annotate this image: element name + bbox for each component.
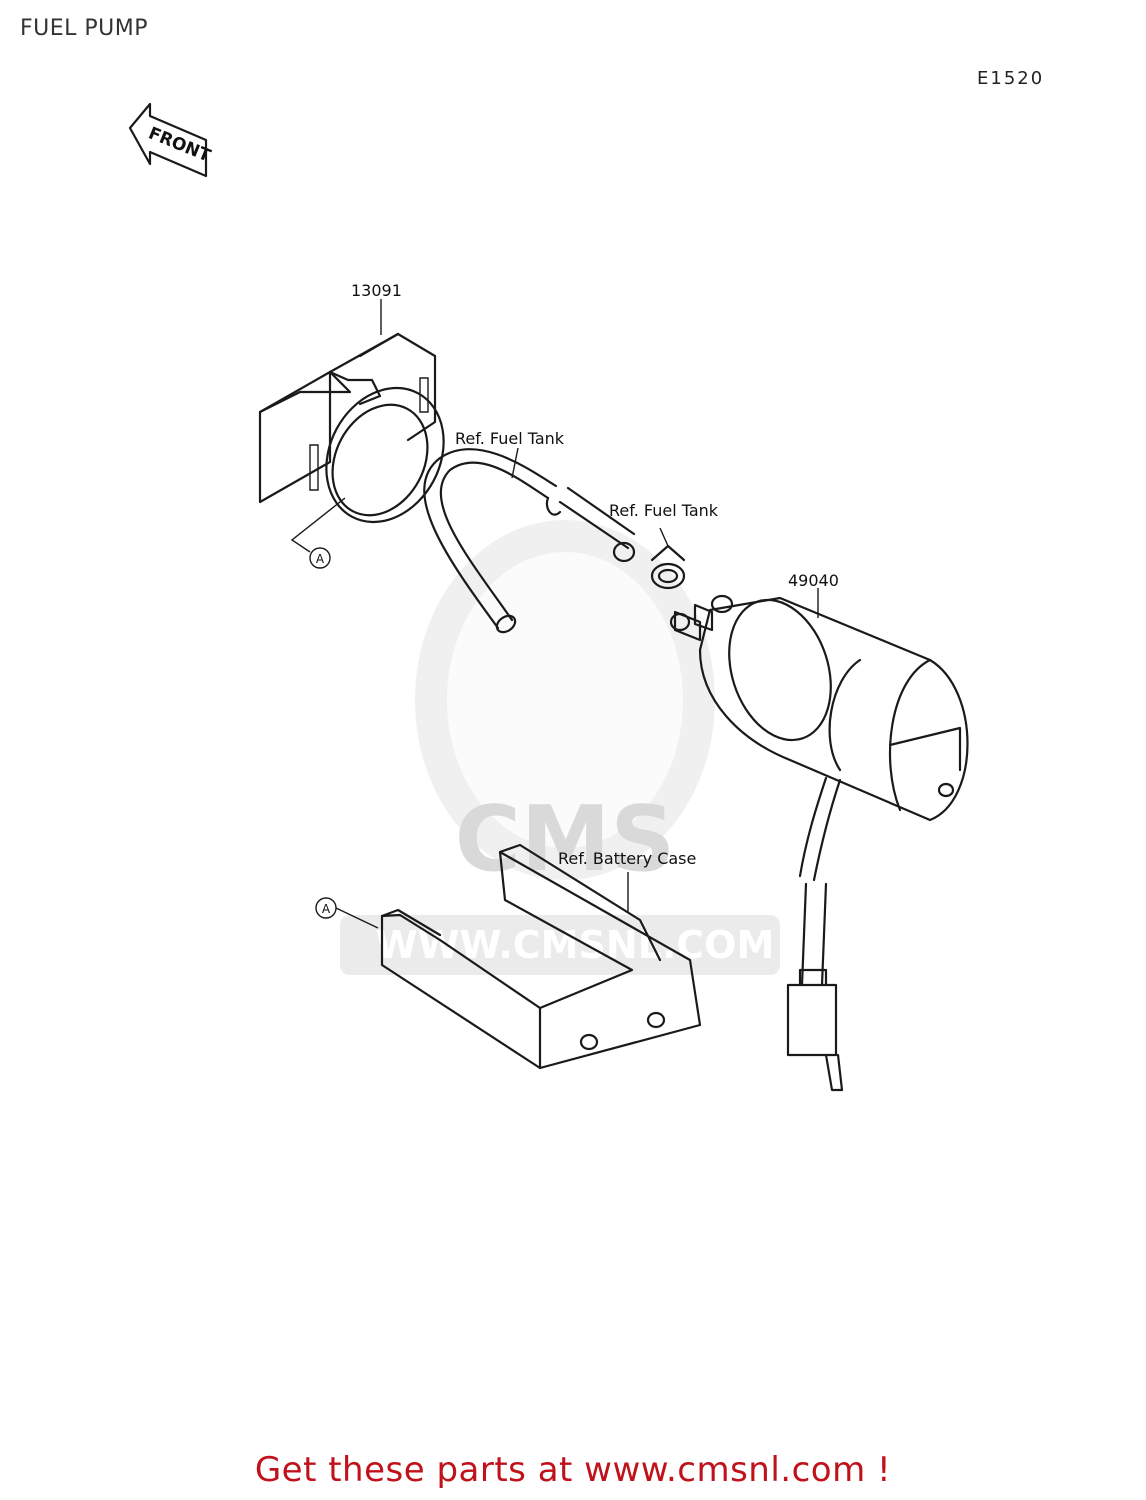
front-arrow: FRONT <box>128 102 214 178</box>
watermark-url: WWW.CMSNL.COM <box>376 923 775 967</box>
callout-part-13091: 13091 <box>351 281 402 300</box>
ref-a-marker-1: A <box>309 547 331 569</box>
front-arrow-label: FRONT <box>145 123 213 166</box>
callout-part-49040: 49040 <box>788 571 839 590</box>
footer-parts-link[interactable]: Get these parts at www.cmsnl.com ! <box>254 1450 892 1490</box>
hose-clamp <box>650 527 686 590</box>
diagram-code: E1520 <box>977 68 1045 89</box>
callout-ref-battery-case: Ref. Battery Case <box>558 849 696 868</box>
parts-diagram: CMS WWW.CMSNL.COM FRONT <box>128 102 969 1092</box>
callout-ref-fuel-tank-2: Ref. Fuel Tank <box>609 501 719 520</box>
ref-a-marker-2: A <box>315 897 337 919</box>
battery-case-bracket <box>335 843 702 1070</box>
cms-watermark: CMS WWW.CMSNL.COM <box>340 520 780 975</box>
pump-wire-connector <box>786 776 844 1092</box>
ref-a-label-2: A <box>322 902 331 916</box>
page-title: FUEL PUMP <box>20 16 149 41</box>
fuel-pump-49040 <box>669 588 969 822</box>
fuel-hose <box>423 447 636 634</box>
watermark-logo: CMS <box>455 787 675 892</box>
ref-a-label-1: A <box>316 552 325 566</box>
clamp-bracket-13091 <box>258 299 445 553</box>
callout-ref-fuel-tank-1: Ref. Fuel Tank <box>455 429 565 448</box>
